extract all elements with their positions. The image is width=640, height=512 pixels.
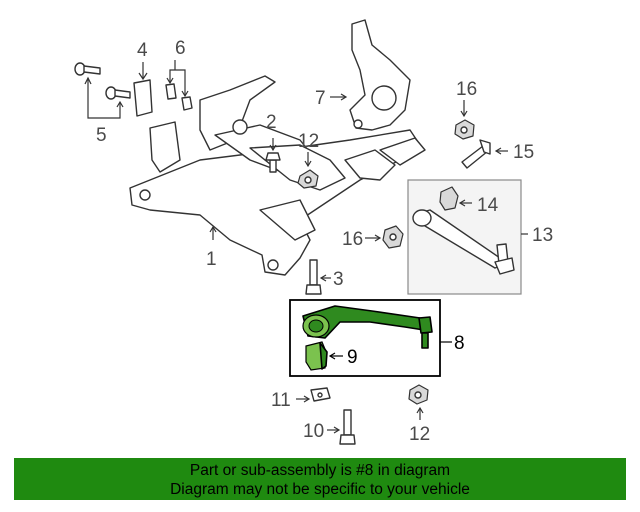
callout-12-upper: 12 — [298, 131, 319, 152]
part-15-bolt — [461, 139, 508, 169]
part-11-nut-plate — [296, 387, 331, 403]
banner-line-2: Diagram may not be specific to your vehi… — [170, 481, 470, 498]
callout-15: 15 — [513, 142, 534, 163]
callout-1: 1 — [206, 249, 217, 270]
callout-7: 7 — [315, 88, 326, 109]
part-6-clips — [165, 60, 193, 111]
part-3-bolt — [305, 259, 331, 295]
callout-14: 14 — [477, 195, 499, 216]
callout-11: 11 — [271, 390, 291, 411]
part-2-bolt — [265, 138, 281, 173]
part-16-nut-upper — [454, 100, 475, 140]
callout-9: 9 — [347, 347, 358, 368]
callout-13: 13 — [532, 225, 553, 246]
callout-10: 10 — [303, 421, 324, 442]
info-banner: Part or sub-assembly is #8 in diagram Di… — [14, 458, 626, 500]
part-12-nut-lower — [408, 384, 429, 420]
callout-6: 6 — [175, 38, 186, 59]
callout-3: 3 — [333, 269, 344, 290]
part-13-box — [407, 179, 528, 295]
callout-5: 5 — [96, 125, 107, 146]
part-4-bracket — [133, 62, 153, 117]
part-10-bolt — [327, 409, 356, 445]
callout-16-upper: 16 — [456, 79, 477, 100]
part-12-nut-upper — [297, 152, 319, 189]
part-8-box — [289, 299, 452, 377]
part-7-knuckle — [330, 19, 411, 131]
callout-2: 2 — [266, 112, 277, 133]
part-16-bushing-lower — [365, 225, 404, 249]
part-1-subframe — [129, 75, 426, 276]
callout-16-lower: 16 — [342, 229, 363, 250]
callout-8: 8 — [454, 333, 465, 354]
part-5-bolts — [74, 62, 131, 119]
banner-line-1: Part or sub-assembly is #8 in diagram — [189, 462, 451, 479]
callout-12-lower: 12 — [409, 424, 430, 445]
callout-4: 4 — [137, 40, 148, 61]
